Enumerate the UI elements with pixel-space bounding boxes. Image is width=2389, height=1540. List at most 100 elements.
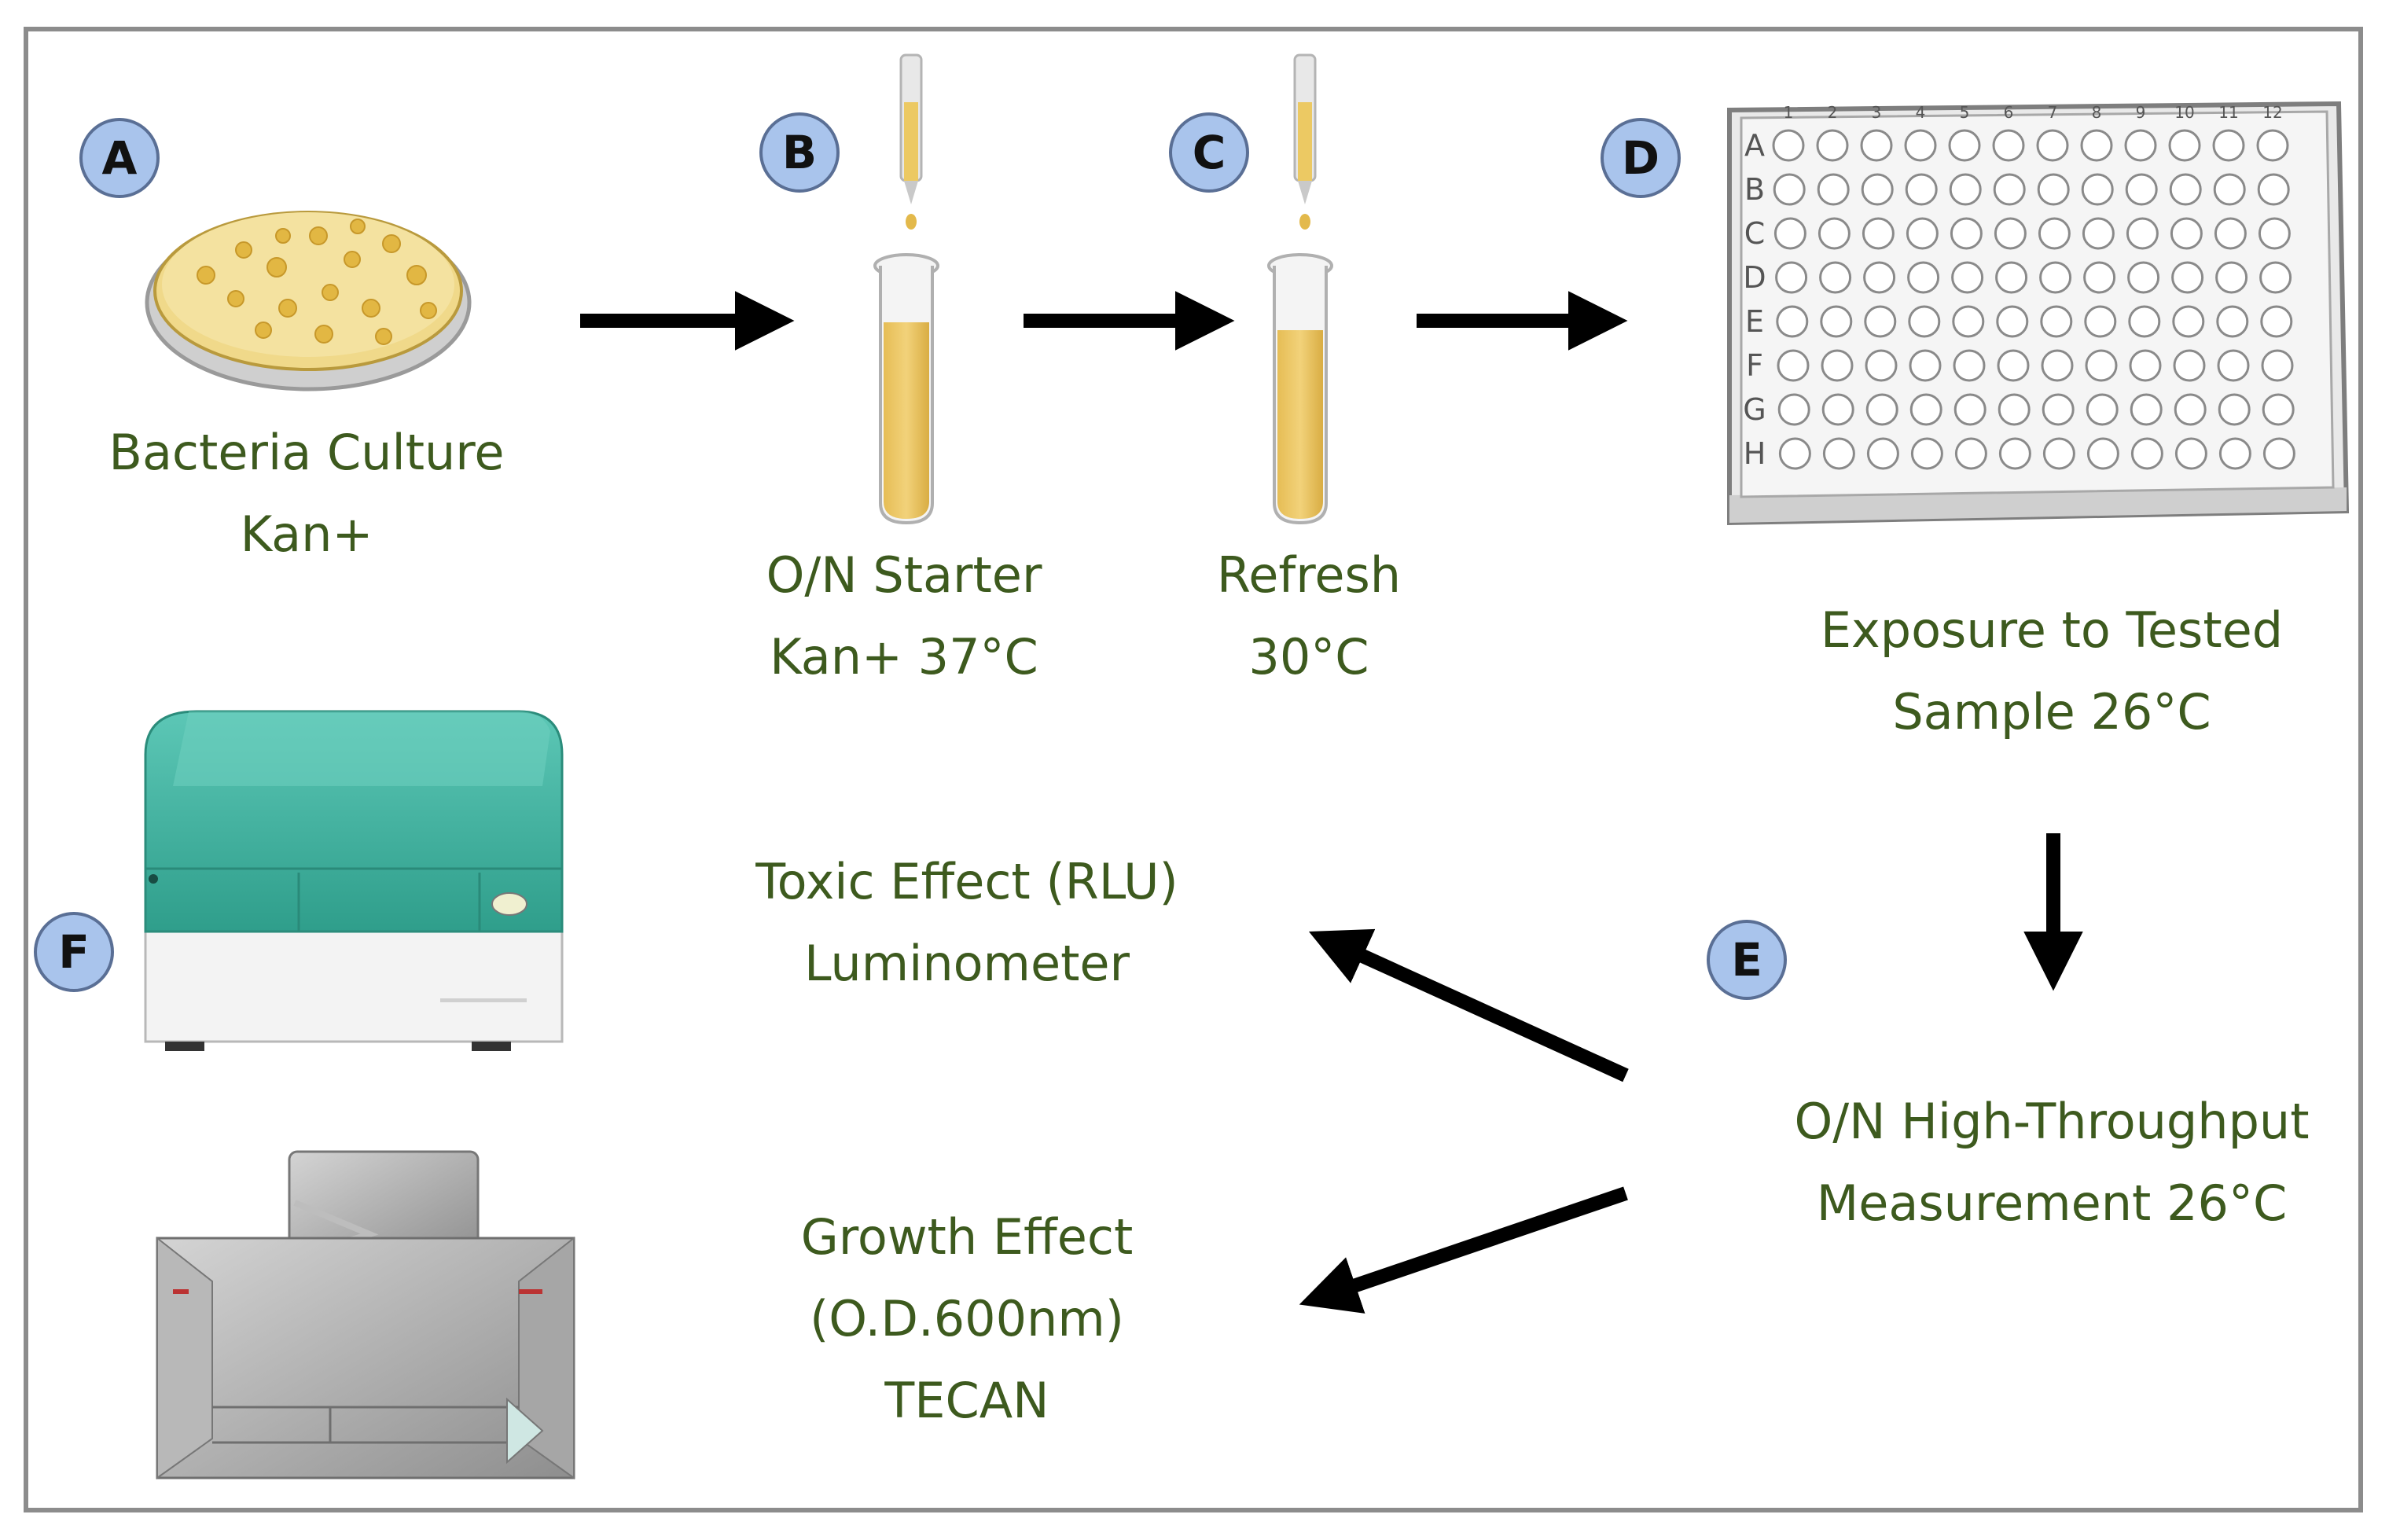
label-a-line2: Kan+	[240, 505, 373, 563]
plate-well	[1777, 349, 1810, 382]
plate-well	[2042, 437, 2075, 470]
plate-well	[1906, 217, 1939, 250]
plate-well	[1776, 305, 1809, 338]
plate-well	[2217, 349, 2250, 382]
diagram-frame	[24, 27, 2363, 1512]
plate-well	[2039, 261, 2072, 294]
plate-column-label: 10	[2174, 103, 2194, 122]
plate-well	[1993, 173, 2026, 206]
plate-well	[2127, 261, 2160, 294]
label-d-line2: Sample 26°C	[1892, 683, 2211, 741]
plate-column-label: 6	[2004, 103, 2014, 122]
plate-well	[1910, 437, 1943, 470]
plate-well	[1817, 217, 1851, 250]
refresh-tube-icon	[1267, 53, 1333, 525]
badge-f: F	[34, 912, 114, 992]
plate-column-label: 5	[1960, 103, 1970, 122]
plate-well	[2173, 349, 2206, 382]
label-growth-line1: Growth Effect	[800, 1208, 1134, 1266]
plate-well	[1862, 217, 1895, 250]
label-measurement: O/N High-Throughput Measurement 26°C	[1737, 1081, 2366, 1244]
plate-well	[2128, 305, 2161, 338]
plate-well	[1773, 173, 1806, 206]
badge-c: C	[1169, 112, 1249, 193]
plate-well	[2124, 129, 2157, 162]
plate-column-label: 3	[1872, 103, 1882, 122]
plate-well	[2257, 173, 2290, 206]
flow-arrows	[580, 291, 2083, 1314]
plate-well	[1821, 349, 1854, 382]
label-toxic-line2: Luminometer	[803, 935, 1130, 992]
plate-well	[1909, 349, 1942, 382]
plate-well	[1822, 437, 1855, 470]
tecan-reader-icon	[156, 1150, 575, 1479]
badge-e: E	[1707, 920, 1787, 1000]
plate-well	[2038, 217, 2071, 250]
plate-well	[1866, 437, 1899, 470]
label-toxic-effect: Toxic Effect (RLU) Luminometer	[692, 841, 1242, 1005]
plate-well	[2259, 261, 2292, 294]
label-refresh: Refresh 30°C	[1152, 535, 1466, 698]
plate-row-label: C	[1744, 216, 1766, 251]
plate-well	[1992, 129, 2025, 162]
plate-well	[2170, 217, 2203, 250]
label-a-line1: Bacteria Culture	[108, 424, 505, 481]
plate-well	[1864, 305, 1897, 338]
plate-well	[1905, 173, 1938, 206]
plate-well	[2171, 261, 2204, 294]
plate-well	[1948, 129, 1981, 162]
plate-well	[2130, 437, 2163, 470]
plate-well	[2174, 393, 2207, 426]
plate-well	[1908, 305, 1941, 338]
label-growth-line2: (O.D.600nm)	[810, 1290, 1124, 1347]
plate-column-label: 4	[1916, 103, 1926, 122]
petri-dish-icon	[145, 211, 472, 391]
plate-well	[1997, 349, 2030, 382]
plate-well	[2125, 173, 2158, 206]
plate-column-label: 1	[1784, 103, 1794, 122]
badge-a: A	[79, 118, 160, 198]
plate-row-label: A	[1744, 128, 1765, 163]
plate-well	[2084, 305, 2117, 338]
plate-well	[1952, 305, 1985, 338]
plate-well	[2041, 349, 2074, 382]
plate-column-label: 8	[2092, 103, 2102, 122]
plate-well	[2216, 305, 2249, 338]
label-growth-line3: TECAN	[884, 1372, 1049, 1429]
plate-well	[1949, 173, 1982, 206]
plate-well	[2086, 437, 2119, 470]
plate-column-label: 12	[2262, 103, 2282, 122]
plate-well	[2085, 349, 2118, 382]
label-toxic-line1: Toxic Effect (RLU)	[755, 853, 1178, 910]
plate-well	[1819, 261, 1852, 294]
badge-b: B	[759, 112, 840, 193]
arrow-e-to-toxic	[1308, 928, 1629, 1082]
plate-well	[1998, 437, 2031, 470]
plate-row-label: D	[1743, 260, 1766, 295]
plate-row-label: B	[1744, 172, 1765, 207]
arrow-e-to-growth	[1299, 1186, 1628, 1314]
plate-well	[1778, 437, 1811, 470]
plate-well	[1953, 349, 1986, 382]
plate-well	[2172, 305, 2205, 338]
plate-well	[1860, 129, 1893, 162]
plate-well	[2212, 129, 2245, 162]
plate-well	[2218, 437, 2251, 470]
plate-well	[2213, 173, 2246, 206]
plate-well	[2037, 173, 2070, 206]
plate-well	[2218, 393, 2251, 426]
plate-row-label: E	[1745, 304, 1764, 339]
plate-well	[2214, 217, 2247, 250]
plate-well	[2126, 217, 2159, 250]
plate-well	[2130, 393, 2163, 426]
starter-tube-icon	[873, 53, 939, 525]
plate-well	[1995, 261, 2028, 294]
plate-well	[2258, 217, 2291, 250]
plate-well	[1996, 305, 2029, 338]
plate-row-label: G	[1743, 392, 1766, 427]
plate-well	[1865, 349, 1898, 382]
label-growth-effect: Growth Effect (O.D.600nm) TECAN	[731, 1196, 1203, 1442]
